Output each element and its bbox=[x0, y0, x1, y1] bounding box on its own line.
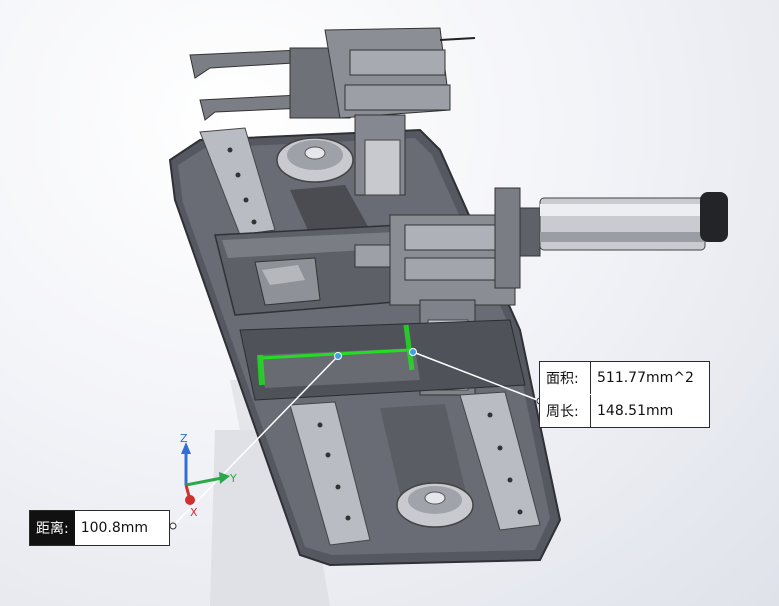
area-anchor-point bbox=[409, 348, 417, 356]
triad-y-label: Y bbox=[230, 472, 237, 485]
lower-pulley bbox=[396, 482, 474, 528]
perimeter-row: 周长: 148.51mm bbox=[540, 394, 709, 427]
area-row: 面积: 511.77mm^2 bbox=[540, 362, 709, 394]
distance-callout[interactable]: 距离: 100.8mm bbox=[29, 510, 170, 546]
distance-label: 距离: bbox=[30, 511, 75, 545]
upper-rail bbox=[199, 127, 276, 236]
distance-leader-line bbox=[172, 355, 339, 527]
pneumatic-cylinder bbox=[519, 192, 728, 257]
triad-z-label: Z bbox=[180, 432, 188, 445]
perimeter-value: 148.51mm bbox=[597, 403, 674, 419]
middle-carriage bbox=[214, 224, 421, 316]
triad-x-label: X bbox=[190, 506, 198, 519]
distance-anchor-point bbox=[334, 352, 342, 360]
perimeter-label: 周长: bbox=[540, 395, 591, 427]
area-value: 511.77mm^2 bbox=[597, 370, 694, 386]
area-perimeter-callout[interactable]: 面积: 511.77mm^2 周长: 148.51mm bbox=[539, 361, 710, 428]
top-gripper bbox=[189, 27, 476, 196]
reference-triad bbox=[181, 442, 230, 505]
area-label: 面积: bbox=[540, 362, 591, 394]
upper-pulley bbox=[276, 137, 354, 183]
distance-value: 100.8mm bbox=[80, 520, 149, 536]
area-leader-line bbox=[412, 351, 541, 402]
